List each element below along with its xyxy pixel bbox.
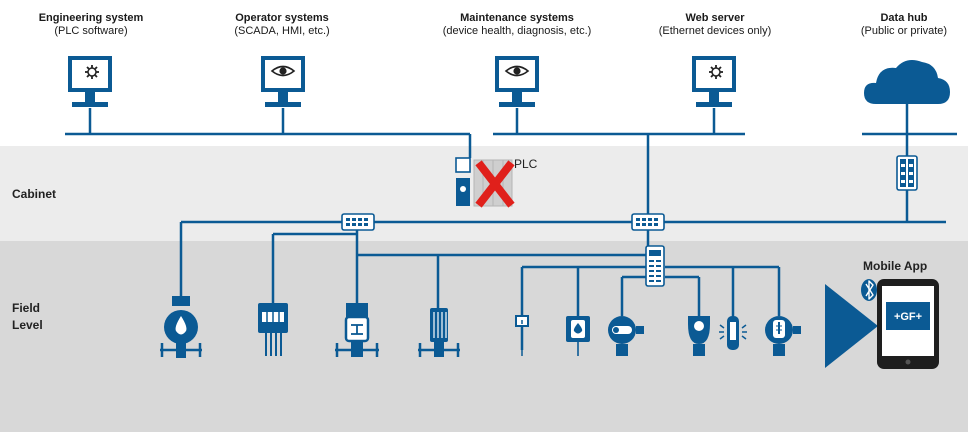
bluetooth-icon <box>861 279 877 301</box>
label-data-hub: Data hub (Public or private) <box>848 12 960 38</box>
operator-systems-title: Operator systems <box>235 12 329 24</box>
transmitter-device-icon <box>335 303 379 357</box>
webserver-monitor-icon <box>692 56 736 107</box>
mobile-app-title: Mobile App <box>863 259 928 273</box>
top-network-lines <box>65 102 957 222</box>
zone-label-field-line2: Level <box>12 318 43 332</box>
switch-left <box>341 213 375 231</box>
plc-removed-cross-icon <box>475 160 515 208</box>
plc-label: PLC <box>514 157 538 171</box>
label-web-server: Web server (Ethernet devices only) <box>640 12 790 38</box>
smartphone-icon <box>877 279 939 369</box>
mobile-brand-logo: +GF+ <box>894 311 922 323</box>
operator-monitor-icon <box>261 56 305 107</box>
valve-actuator-device-icon <box>608 316 644 356</box>
maintenance-monitor-icon <box>495 56 539 107</box>
level-sensor-device-icon <box>418 308 460 357</box>
mobile-signal-triangle <box>825 284 878 368</box>
maintenance-systems-title: Maintenance systems <box>460 12 574 24</box>
zone-label-cabinet: Cabinet <box>12 187 57 201</box>
operator-systems-subtitle: (SCADA, HMI, etc.) <box>234 25 330 37</box>
probe-sensor-device-icon <box>515 315 529 356</box>
cabinet-bus <box>179 220 946 316</box>
data-hub-title: Data hub <box>880 12 928 24</box>
web-server-subtitle: (Ethernet devices only) <box>658 25 772 37</box>
io-terminal-device-icon <box>258 303 288 356</box>
web-server-title: Web server <box>685 12 745 24</box>
label-maintenance-systems: Maintenance systems (device health, diag… <box>422 12 612 38</box>
engineering-system-title: Engineering system <box>38 12 144 24</box>
ph-sensor-device-icon <box>566 316 590 356</box>
zone-label-field-level: Field Level <box>12 300 43 334</box>
field-band <box>0 241 968 432</box>
data-hub-subtitle: (Public or private) <box>860 25 948 37</box>
temperature-sensor-device-icon <box>765 316 801 356</box>
zone-label-field-line1: Field <box>12 301 41 315</box>
engineering-monitor-icon <box>68 56 112 107</box>
engineering-system-subtitle: (PLC software) <box>54 25 128 37</box>
label-engineering-system: Engineering system (PLC software) <box>20 12 162 38</box>
conductivity-sensor-device-icon <box>719 316 747 350</box>
spray-sensor-device-icon <box>688 316 710 356</box>
switch-right <box>631 213 665 231</box>
remote-io-module <box>645 245 665 287</box>
flowmeter-device-icon <box>160 296 202 358</box>
gateway-module <box>896 155 918 191</box>
cloud-icon <box>864 60 950 104</box>
label-operator-systems: Operator systems (SCADA, HMI, etc.) <box>212 12 352 38</box>
maintenance-systems-subtitle: (device health, diagnosis, etc.) <box>442 25 592 37</box>
